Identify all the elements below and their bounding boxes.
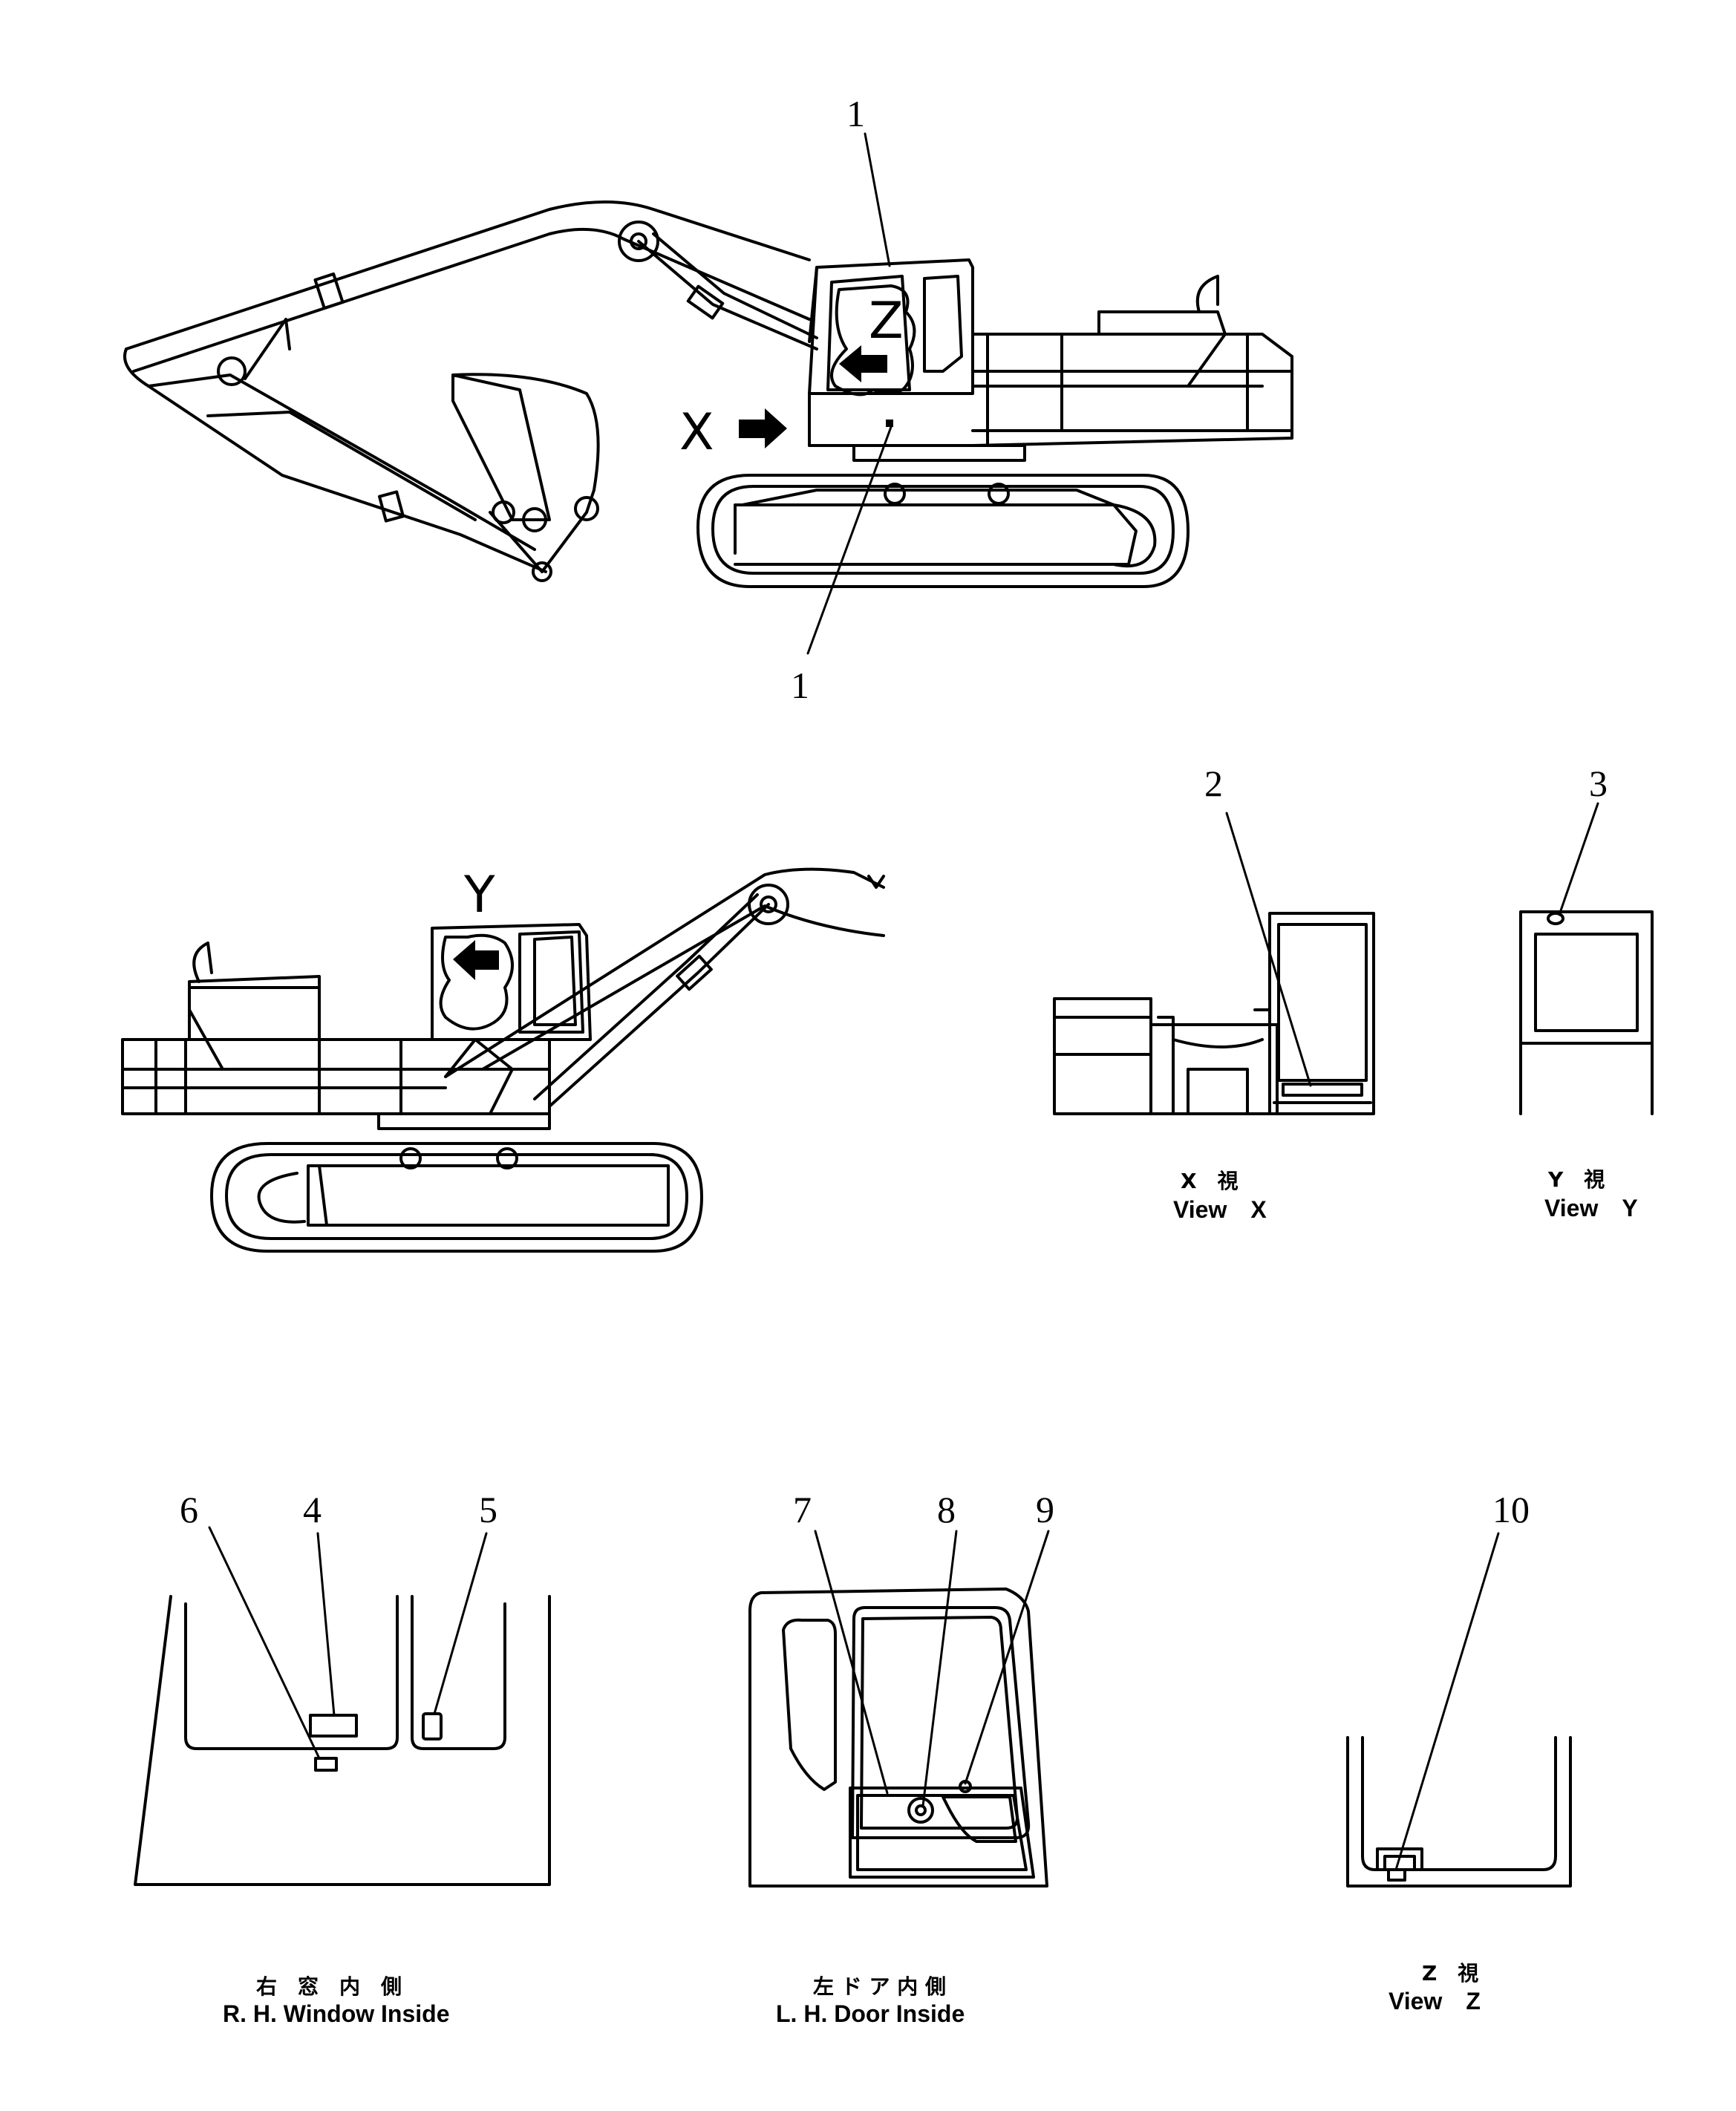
lh-door-caption: L. H. Door Inside xyxy=(776,2000,965,2027)
view-z-arrow-icon xyxy=(839,345,887,382)
view-x-arrow-icon xyxy=(739,408,787,448)
view-y-marker: Y xyxy=(463,866,495,924)
callout-7: 7 xyxy=(793,1489,812,1530)
view-y-caption-jp: Y 視 xyxy=(1547,1167,1605,1192)
rh-window-caption-jp: 右 窓 内 側 xyxy=(256,1974,402,1999)
callout-4: 4 xyxy=(303,1489,322,1530)
excavator-right-view: Y xyxy=(121,866,885,1253)
view-x-diagram: 2 X 視 View X xyxy=(1053,763,1375,1223)
lh-door-inside-diagram: 7 8 9 左 ド ア 内 側 L. H. Door Inside xyxy=(748,1489,1054,2027)
rh-window-caption: R. H. Window Inside xyxy=(223,2000,449,2027)
callout-6: 6 xyxy=(180,1489,198,1530)
callout-8: 8 xyxy=(937,1489,956,1530)
lh-door-caption-jp: 左 ド ア 内 側 xyxy=(813,1974,946,1999)
view-x-marker: X xyxy=(679,403,714,462)
leader-line xyxy=(1394,1532,1500,1871)
leader-line xyxy=(806,425,893,655)
view-y-arrow-icon xyxy=(453,940,499,980)
view-x-caption: View X xyxy=(1173,1196,1267,1223)
rh-window-inside-diagram: 6 4 5 右 窓 内 側 R. H. Window Inside xyxy=(134,1489,551,2027)
callout-1-top: 1 xyxy=(846,93,865,134)
leader-line xyxy=(921,1530,958,1807)
callout-10: 10 xyxy=(1492,1489,1530,1530)
leader-line xyxy=(316,1532,336,1717)
leader-line xyxy=(814,1530,889,1795)
leader-line xyxy=(964,1530,1050,1785)
view-z-marker: Z xyxy=(869,292,904,350)
view-z-diagram: 10 Z 視 View Z xyxy=(1346,1489,1572,2014)
leader-line xyxy=(1558,802,1599,916)
leader-line xyxy=(864,132,891,267)
leader-line xyxy=(433,1532,488,1715)
excavator-left-view: Z X 1 1 xyxy=(123,93,1293,706)
callout-1-bottom: 1 xyxy=(791,665,809,706)
leader-line xyxy=(1225,812,1312,1087)
view-x-caption-jp: X 視 xyxy=(1181,1169,1239,1193)
callout-9: 9 xyxy=(1036,1489,1054,1530)
view-y-caption: View Y xyxy=(1544,1195,1638,1221)
callout-5: 5 xyxy=(479,1489,497,1530)
callout-2: 2 xyxy=(1204,763,1223,804)
leader-line xyxy=(208,1526,321,1760)
view-z-caption: View Z xyxy=(1389,1988,1481,2014)
callout-3: 3 xyxy=(1589,763,1608,804)
view-y-diagram: 3 Y 視 View Y xyxy=(1519,763,1654,1221)
view-z-caption-jp: Z 視 xyxy=(1422,1961,1478,1986)
